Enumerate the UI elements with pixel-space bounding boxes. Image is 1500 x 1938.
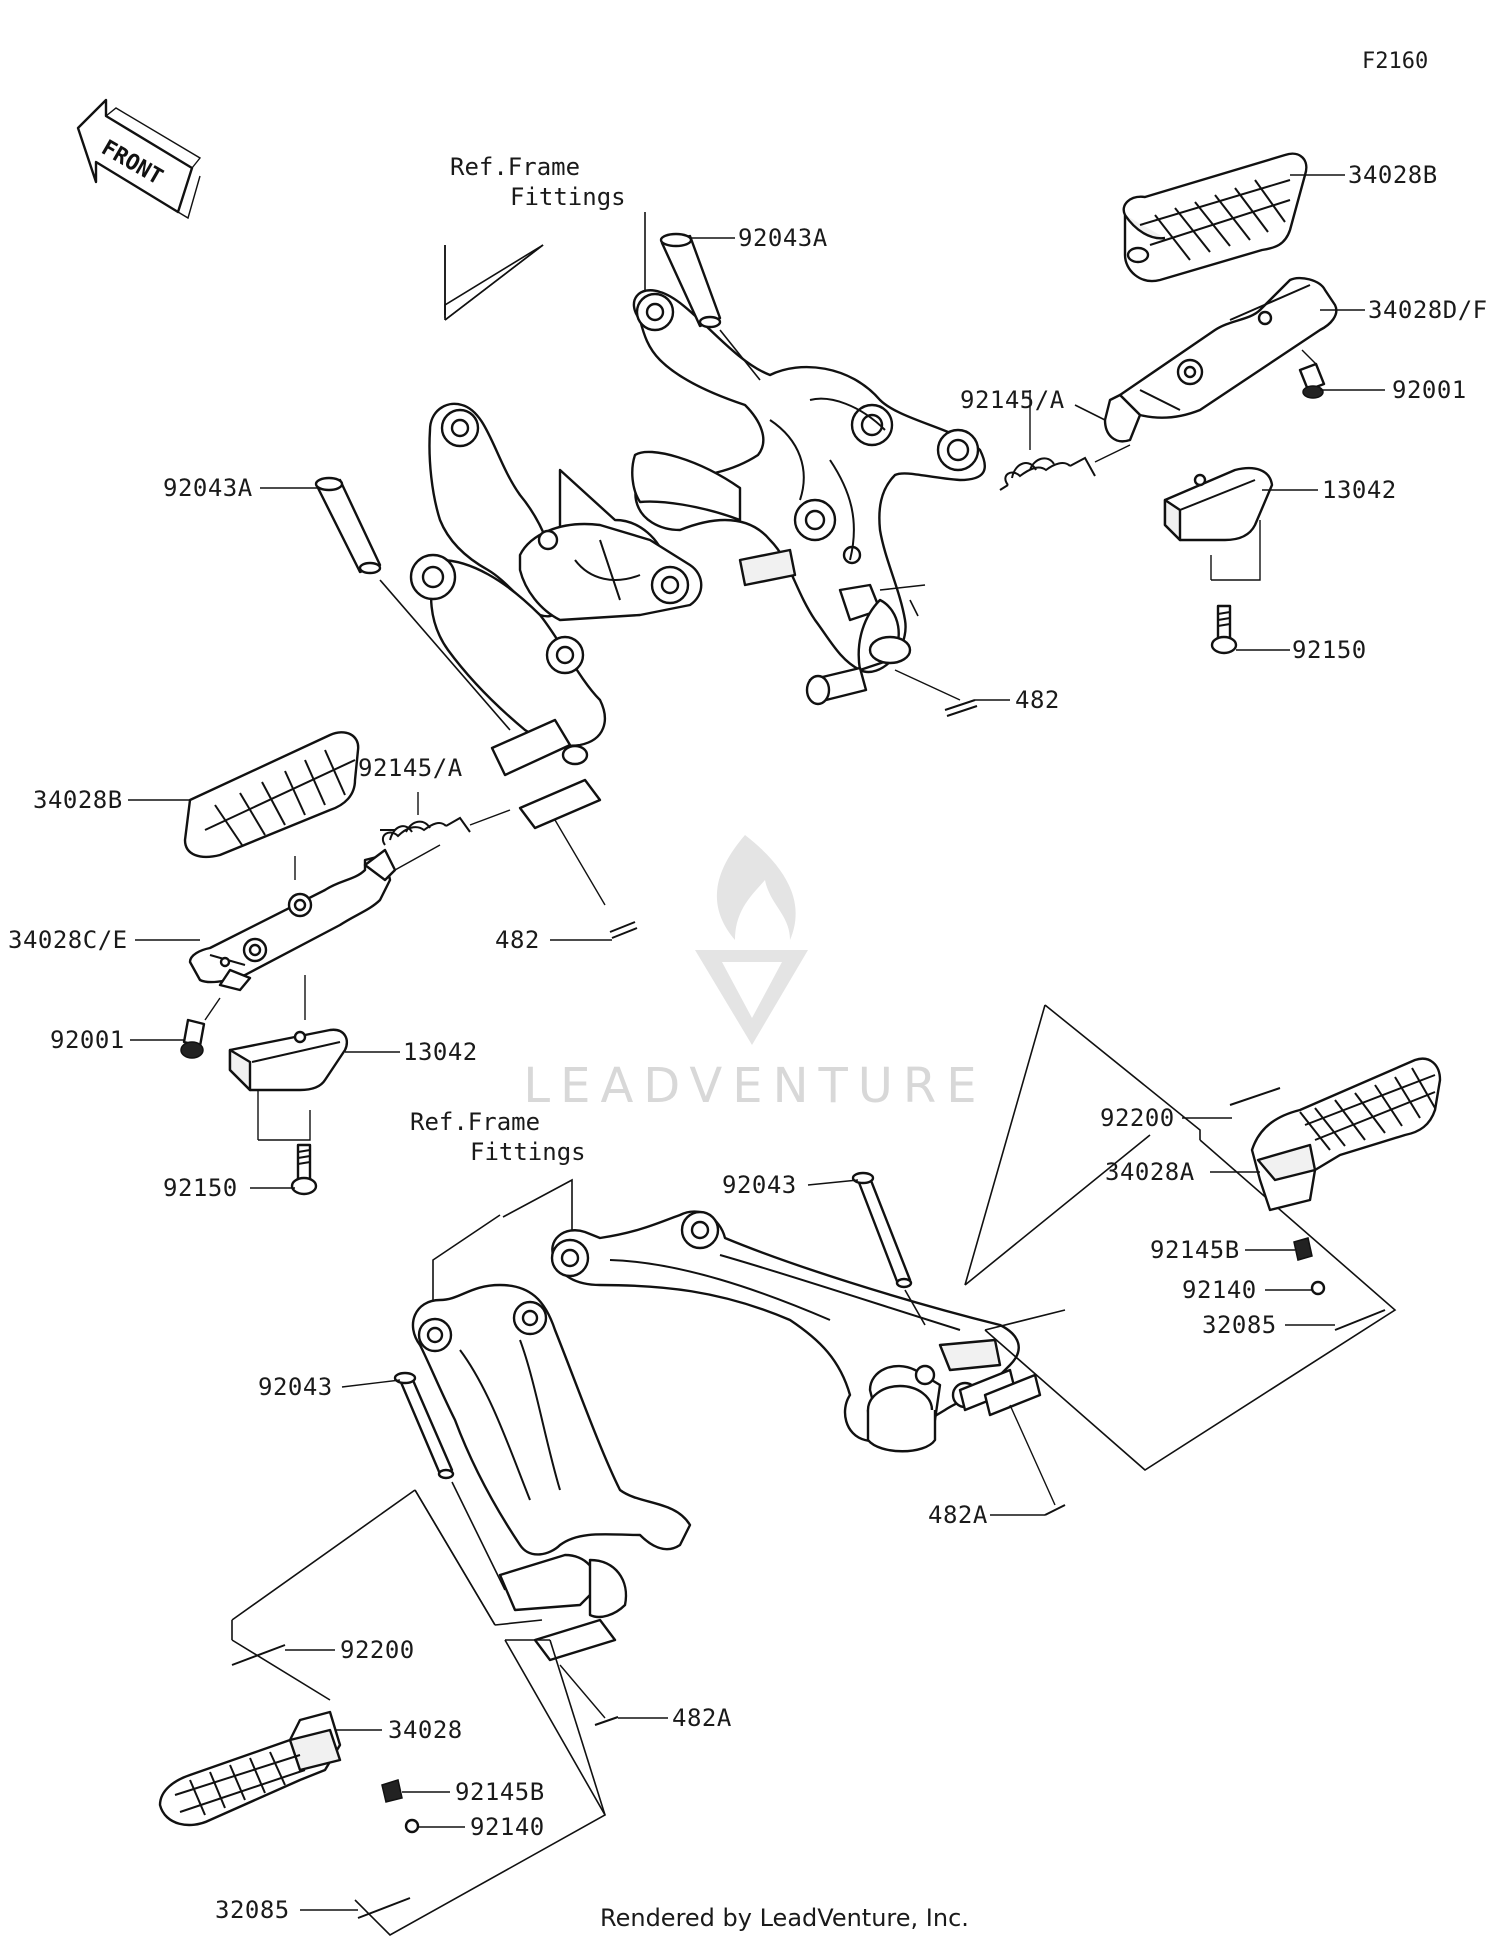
bolt-92150-left [257, 1090, 318, 1196]
watermark-v-icon [695, 950, 808, 1045]
pin-482-left [554, 819, 638, 939]
pin-92043-left [393, 1371, 506, 1591]
footpeg-rubber-34028b-left [183, 731, 360, 859]
diagram-code: F2160 [1362, 49, 1428, 74]
callout-34028df: 34028D/F [1368, 296, 1488, 324]
footpeg-34028 [158, 1710, 342, 1827]
spring-92145b-left [381, 1779, 403, 1803]
pin-482-right [894, 669, 978, 717]
ref-frame-label-top-1: Ref.Frame [450, 153, 580, 181]
bolt-92001-right [1298, 349, 1326, 399]
footpeg-34028df [1074, 276, 1338, 443]
callout-92043a-left: 92043A [163, 474, 253, 502]
washer-92200-right [1229, 1087, 1281, 1106]
callout-92150-right: 92150 [1292, 636, 1367, 664]
pin-482a-right [1009, 1404, 1066, 1516]
ref-frame-label-bottom-2: Fittings [470, 1138, 586, 1166]
watermark-flame-icon [716, 835, 796, 940]
callout-92145b-left: 92145B [455, 1778, 545, 1806]
callout-482a-left: 482A [672, 1704, 732, 1732]
bolt-92001-left [180, 997, 221, 1059]
callout-34028b-top: 34028B [1348, 161, 1438, 189]
front-arrow-icon: FRONT [76, 98, 202, 220]
slider-13042-right [1163, 466, 1274, 542]
bolt-92150-right [1210, 520, 1261, 655]
callout-92150-left: 92150 [163, 1174, 238, 1202]
callout-92140-left: 92140 [470, 1813, 545, 1841]
callout-92145a-left: 92145/A [358, 754, 463, 782]
footpeg-34028ce [188, 844, 441, 992]
ref-frame-label-top-2: Fittings [510, 183, 626, 211]
ball-92140-right [1310, 1280, 1326, 1296]
watermark-text: LEADVENTURE [523, 1058, 986, 1114]
callout-34028: 34028 [388, 1716, 463, 1744]
rider-step-bracket-right [631, 289, 986, 706]
pin-482a-left [559, 1664, 619, 1726]
callout-92200-right: 92200 [1100, 1104, 1175, 1132]
slider-13042-left [228, 975, 349, 1092]
spring-92145a-left [380, 809, 511, 846]
passenger-step-bracket-left [411, 1283, 692, 1662]
callout-34028a: 34028A [1105, 1158, 1195, 1186]
washer-92200-left [231, 1644, 286, 1666]
callout-92145a-right: 92145/A [960, 386, 1065, 414]
pin-92043a-top [659, 232, 761, 381]
pin-92043a-left [314, 476, 511, 731]
callout-34028ce: 34028C/E [8, 926, 128, 954]
callout-92043a-top: 92043A [738, 224, 828, 252]
footer-credit: Rendered by LeadVenture, Inc. [600, 1904, 969, 1932]
callout-13042-left: 13042 [403, 1038, 478, 1066]
leader-box-left [231, 1489, 607, 1936]
leader-lines [128, 174, 1385, 1911]
leader-box-right [964, 1004, 1397, 1471]
pin-32085-left [357, 1897, 411, 1919]
callout-92043-left: 92043 [258, 1373, 333, 1401]
footpeg-34028a [1250, 1057, 1442, 1212]
callout-92001-left: 92001 [50, 1026, 125, 1054]
callout-92043-mid: 92043 [722, 1171, 797, 1199]
callout-13042-right: 13042 [1322, 476, 1397, 504]
callout-32085-left: 32085 [215, 1896, 290, 1924]
spring-92145b-right [1293, 1237, 1313, 1261]
pin-32085-right [1334, 1309, 1386, 1331]
callout-34028b-left: 34028B [33, 786, 123, 814]
callout-92001-right: 92001 [1392, 376, 1467, 404]
callout-482a-right: 482A [928, 1501, 988, 1529]
passenger-step-bracket-right [550, 1210, 1042, 1453]
rider-step-bracket-left [409, 402, 703, 830]
footpeg-rubber-34028b-top [1122, 152, 1308, 283]
callout-32085-right: 32085 [1202, 1311, 1277, 1339]
callout-92140-right: 92140 [1182, 1276, 1257, 1304]
callout-92200-left: 92200 [340, 1636, 415, 1664]
ref-frame-label-bottom-1: Ref.Frame [410, 1108, 540, 1136]
callout-92145b-right: 92145B [1150, 1236, 1240, 1264]
callout-482-left: 482 [495, 926, 540, 954]
callout-482-right: 482 [1015, 686, 1060, 714]
watermark: LEADVENTURE [523, 835, 986, 1114]
spring-92145a-right [999, 420, 1131, 491]
ball-92140-left [404, 1818, 420, 1834]
